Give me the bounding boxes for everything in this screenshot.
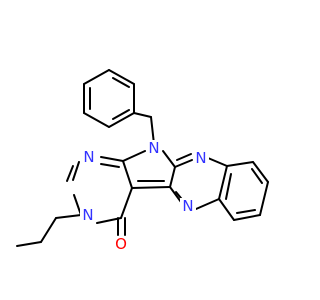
bond: [169, 186, 182, 203]
atom-label: O: [115, 235, 127, 253]
bond: [133, 112, 152, 118]
bond: [169, 166, 176, 188]
bond: [120, 187, 133, 219]
bond-double-inner: [225, 173, 232, 200]
bond: [233, 214, 261, 221]
molecule-structure-diagram: N N N N N O: [16, 69, 269, 253]
bond-double-inner: [251, 168, 263, 184]
bond: [131, 186, 171, 189]
atom-label: N: [182, 197, 193, 215]
bond: [72, 161, 80, 181]
bond: [122, 150, 146, 162]
bond: [226, 161, 254, 167]
atom-n-benzyl: N: [147, 139, 162, 157]
bond: [174, 159, 193, 168]
atom-label: N: [82, 206, 93, 224]
bond: [83, 112, 110, 128]
bond: [16, 241, 42, 247]
bond: [108, 69, 135, 85]
bond-double-inner: [112, 109, 130, 120]
bond-double-inner: [176, 153, 192, 161]
propyl-chain: [16, 214, 82, 247]
bond-double-inner: [100, 163, 120, 168]
benzyl-ch2-linker: [133, 112, 155, 145]
carbonyl-group: [117, 217, 126, 236]
atom-n-quinoxaline-lower: N: [180, 197, 196, 215]
bond: [83, 69, 110, 85]
bond: [100, 156, 124, 162]
bond: [122, 160, 133, 189]
bond: [259, 181, 269, 216]
benzyl-phenyl-ring: [83, 69, 135, 128]
bond: [108, 112, 135, 128]
atom-labels: N N N N N O: [80, 139, 209, 253]
atom-o-carbonyl: O: [114, 235, 130, 253]
bond-double-inner: [236, 209, 256, 214]
atom-n-quinoxaline-upper: N: [193, 149, 209, 167]
atom-label: N: [195, 149, 206, 167]
pyrrole-ring: [122, 150, 176, 189]
bond-double-inner: [112, 77, 130, 88]
atom-n-pyrimidine-top: N: [82, 148, 97, 166]
bond: [150, 116, 155, 145]
bond: [162, 150, 176, 168]
bond: [73, 194, 82, 216]
bond: [218, 165, 228, 200]
atom-label: N: [83, 148, 94, 166]
bond: [40, 217, 57, 243]
bond-double-inner: [66, 165, 74, 182]
atom-n-pyrimidine-propyl: N: [80, 206, 95, 224]
bond: [207, 157, 228, 167]
bond: [55, 214, 82, 219]
bond: [252, 161, 269, 183]
bond: [195, 198, 220, 210]
pyrimidinone-ring: [66, 156, 133, 224]
bond: [218, 198, 235, 221]
benzo-ring: [218, 161, 269, 221]
atom-label: N: [148, 139, 159, 157]
